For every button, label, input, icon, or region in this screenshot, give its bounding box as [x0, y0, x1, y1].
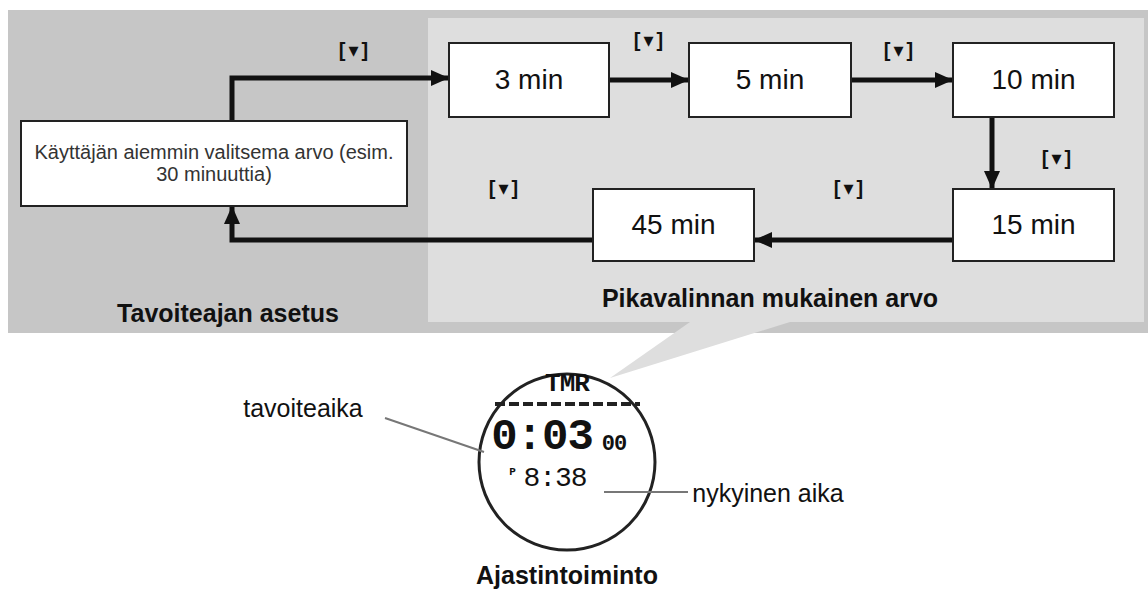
- button-label: [▾]: [634, 28, 666, 52]
- box-text: 5 min: [728, 64, 812, 96]
- watch-display: [479, 374, 655, 550]
- box-text: 15 min: [983, 209, 1083, 241]
- callout-wedge: [610, 322, 790, 378]
- preset-box: 5 min: [688, 42, 852, 118]
- preset-panel: [428, 18, 1144, 322]
- button-label: [▾]: [1042, 146, 1074, 170]
- button-label: [▾]: [884, 38, 916, 62]
- display-mode: TMR: [545, 369, 589, 399]
- flow-arrow: [755, 238, 952, 243]
- leader-line: [604, 491, 688, 493]
- button-label: [▾]: [834, 176, 866, 200]
- display-divider: [495, 402, 640, 406]
- flow-arrow: [990, 118, 995, 188]
- callout-label: tavoiteaika: [243, 394, 363, 423]
- flow-arrow: [610, 78, 688, 83]
- box-text: 10 min: [983, 64, 1083, 96]
- region-title: Tavoiteajan asetus: [117, 299, 339, 328]
- flow-arrow: [232, 207, 592, 240]
- box-text: Käyttäjän aiemmin valitsema arvo (esim. …: [22, 142, 406, 185]
- preset-box: 15 min: [952, 188, 1115, 262]
- preset-box: 3 min: [448, 42, 610, 118]
- box-text: 3 min: [487, 64, 571, 96]
- leader-line: [385, 418, 484, 452]
- display-pm: P: [509, 466, 515, 478]
- region-title: Pikavalinnan mukainen arvo: [602, 284, 938, 313]
- callout-label: nykyinen aika: [692, 479, 843, 508]
- display-clock: 8:38: [523, 463, 586, 494]
- flow-arrow: [852, 78, 952, 83]
- setting-panel: [8, 10, 1148, 333]
- button-label: [▾]: [339, 38, 371, 62]
- current-value-box: Käyttäjän aiemmin valitsema arvo (esim. …: [20, 120, 408, 207]
- box-text: 45 min: [623, 209, 723, 241]
- figure-title: Ajastintoiminto: [476, 561, 658, 590]
- preset-box: 10 min: [952, 42, 1115, 118]
- display-target: 0:03: [491, 412, 593, 462]
- flow-arrow: [232, 78, 448, 120]
- button-label: [▾]: [489, 176, 521, 200]
- preset-box: 45 min: [592, 188, 755, 262]
- display-seconds: 00: [602, 432, 626, 457]
